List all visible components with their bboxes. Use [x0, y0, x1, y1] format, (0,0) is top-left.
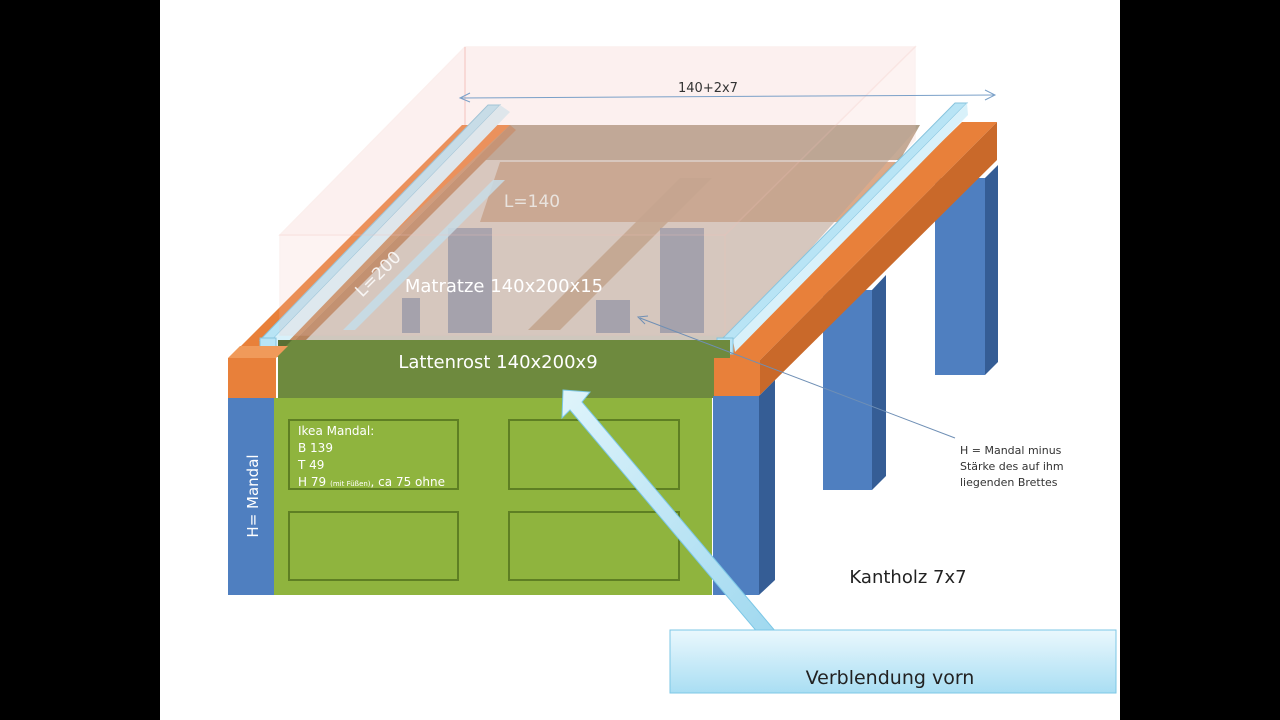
back-legs [823, 165, 998, 490]
slatted-frame-top [278, 125, 920, 340]
ikea-mandal-cabinet [274, 398, 712, 595]
front-legs [228, 380, 775, 595]
right-rail [716, 122, 997, 395]
callout-text: Verblendung vorn [806, 667, 975, 689]
mattress [278, 45, 917, 337]
h-note-line-2: Stärke des auf ihm [960, 460, 1064, 473]
h-note-line-3: liegenden Brettes [960, 476, 1058, 489]
mattress-label: Matratze 140x200x15 [405, 276, 603, 297]
timber-label: Kantholz 7x7 [849, 567, 966, 588]
ikea-title: Ikea Mandal: [298, 424, 374, 438]
ikea-h: H 79(mit Füßen), ca 75 ohne [298, 475, 445, 489]
width-label: L=140 [504, 192, 560, 212]
dimension-label: 140+2x7 [678, 81, 738, 96]
cyan-strips [258, 102, 969, 355]
front-beam-ends [228, 346, 760, 398]
ikea-b: B 139 [298, 441, 333, 455]
slatted-frame-label: Lattenrost 140x200x9 [398, 352, 597, 373]
callout-box [669, 629, 1117, 694]
ikea-t: T 49 [297, 458, 324, 472]
h-note-line-1: H = Mandal minus [960, 444, 1062, 457]
height-label: H= Mandal [244, 454, 262, 537]
dimension-arrow [458, 89, 997, 103]
h-note-pointer [636, 315, 956, 439]
bed-construction-diagram: 140+2x7 L=200 L=140 Matratze 140x200x15 … [228, 45, 1117, 694]
slide-canvas: 140+2x7 L=200 L=140 Matratze 140x200x15 … [160, 0, 1120, 720]
